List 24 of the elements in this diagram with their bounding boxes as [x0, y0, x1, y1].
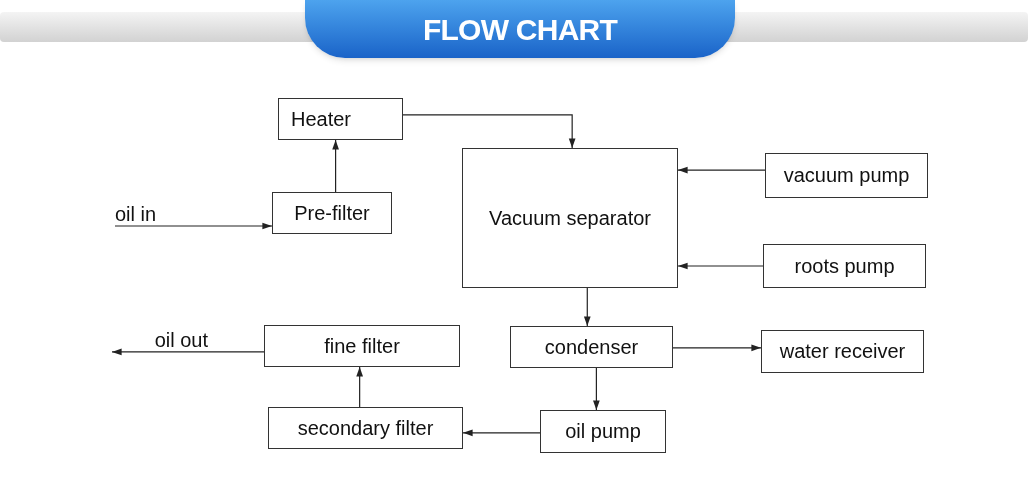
arrow: [677, 166, 766, 174]
process-box: water receiver: [761, 330, 924, 373]
process-box: roots pump: [763, 244, 926, 288]
arrow: [462, 429, 541, 437]
process-box: oil pump: [540, 410, 666, 453]
process-box: Pre-filter: [272, 192, 392, 234]
process-box: fine filter: [264, 325, 460, 367]
arrow: [402, 114, 576, 149]
process-box: secondary filter: [268, 407, 463, 449]
arrow: [593, 367, 600, 411]
process-box: Heater: [278, 98, 403, 140]
arrow: [332, 139, 339, 193]
arrow: [672, 344, 762, 352]
process-box: Vacuum separator: [462, 148, 678, 288]
arrow: [114, 222, 273, 230]
flow-label: oil out: [112, 329, 208, 352]
process-box: condenser: [510, 326, 673, 368]
arrow: [583, 287, 591, 327]
process-box: vacuum pump: [765, 153, 928, 198]
flow-label: oil in: [115, 203, 173, 226]
arrow: [111, 348, 265, 356]
arrow: [677, 262, 764, 270]
title-banner: FLOW CHART: [305, 0, 735, 58]
arrow: [356, 366, 363, 408]
